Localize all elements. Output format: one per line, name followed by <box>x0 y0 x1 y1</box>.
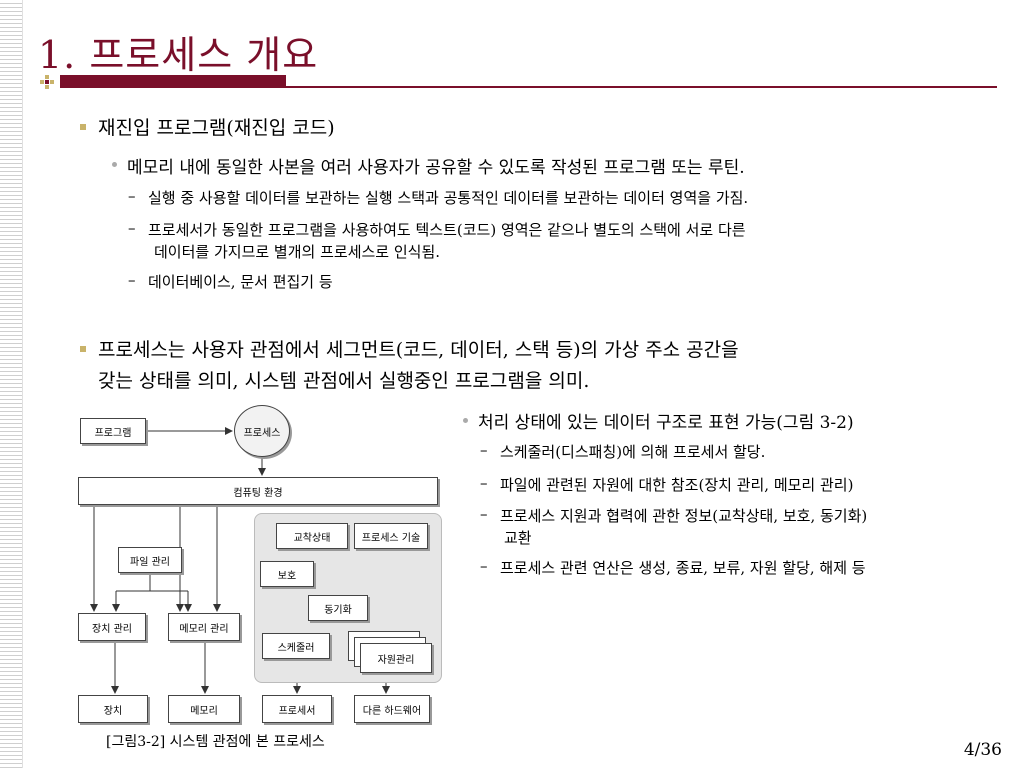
sub-item-file-resources: 파일에 관련된 자원에 대한 참조(장치 관리, 메모리 관리) <box>500 476 854 494</box>
bullet-data-structure: 처리 상태에 있는 데이터 구조로 표현 가능(그림 3-2) <box>478 413 854 433</box>
sub-item-separate-process-1: 프로세서가 동일한 프로그램을 사용하여도 텍스트(코드) 영역은 같으나 별도… <box>148 221 746 239</box>
square-bullet-icon <box>80 124 86 130</box>
dash-marker: – <box>480 441 488 459</box>
memory-box: 메모리 <box>168 695 240 723</box>
square-bullet-icon <box>80 346 86 352</box>
sub-item-examples: 데이터베이스, 문서 편집기 등 <box>148 273 333 291</box>
scheduler-box: 스케줄러 <box>262 633 330 659</box>
deadlock-box: 교착상태 <box>276 523 348 549</box>
sub-item-operations: 프로세스 관련 연산은 생성, 종료, 보류, 자원 할당, 해제 등 <box>500 559 866 577</box>
page-number: 4/36 <box>963 740 1002 760</box>
figure-caption: [그림3-2] 시스템 관점에 본 프로세스 <box>106 734 325 750</box>
sub-item-cooperation-1: 프로세스 지원과 협력에 관한 정보(교착상태, 보호, 동기화) <box>500 507 868 525</box>
title-underline-bar <box>60 75 286 87</box>
bullet-process-def-2: 갖는 상태를 의미, 시스템 관점에서 실행중인 프로그램을 의미. <box>98 370 590 392</box>
process-description-box: 프로세스 기술 <box>354 523 428 549</box>
slide-title: 1. 프로세스 개요 <box>38 33 319 77</box>
dash-marker: – <box>128 187 136 205</box>
left-stripe-decoration <box>0 0 23 768</box>
sub-item-separate-process-2: 데이터를 가지므로 별개의 프로세스로 인식됨. <box>154 243 441 261</box>
dash-marker: – <box>480 505 488 523</box>
protection-box: 보호 <box>260 561 314 587</box>
process-circle: 프로세스 <box>234 405 290 457</box>
title-underline <box>60 86 997 88</box>
resource-management-box: 자원관리 <box>360 643 432 673</box>
sub-item-scheduler: 스케줄러(디스패칭)에 의해 프로세서 할당. <box>500 443 766 461</box>
dash-marker: – <box>480 474 488 492</box>
device-box: 장치 <box>78 695 148 723</box>
memory-management-box: 메모리 관리 <box>168 613 240 641</box>
sub-item-stack-data: 실행 중 사용할 데이터를 보관하는 실행 스택과 공통적인 데이터를 보관하는… <box>148 189 749 207</box>
device-management-box: 장치 관리 <box>78 613 146 641</box>
bullet-reentrant-program: 재진입 프로그램(재진입 코드) <box>98 117 335 139</box>
title-decoration-icon <box>40 75 58 89</box>
other-hardware-box: 다른 하드웨어 <box>354 695 430 723</box>
process-system-view-diagram: 프로그램 프로세스 컴퓨팅 환경 파일 관리 장치 관리 메모리 관리 장치 메… <box>70 405 450 735</box>
file-management-box: 파일 관리 <box>118 547 182 573</box>
sub-item-cooperation-2: 교환 <box>504 529 532 547</box>
processor-box: 프로세서 <box>262 695 332 723</box>
computing-environment-box: 컴퓨팅 환경 <box>78 477 438 505</box>
dot-bullet-icon <box>112 162 117 167</box>
bullet-reentrant-definition: 메모리 내에 동일한 사본을 여러 사용자가 공유할 수 있도록 작성된 프로그… <box>127 158 745 178</box>
dash-marker: – <box>128 219 136 237</box>
dash-marker: – <box>480 557 488 575</box>
synchronization-box: 동기화 <box>308 595 368 621</box>
program-box: 프로그램 <box>80 418 146 444</box>
bullet-process-def-1: 프로세스는 사용자 관점에서 세그먼트(코드, 데이터, 스택 등)의 가상 주… <box>98 339 739 361</box>
dash-marker: – <box>128 271 136 289</box>
dot-bullet-icon <box>463 418 468 423</box>
